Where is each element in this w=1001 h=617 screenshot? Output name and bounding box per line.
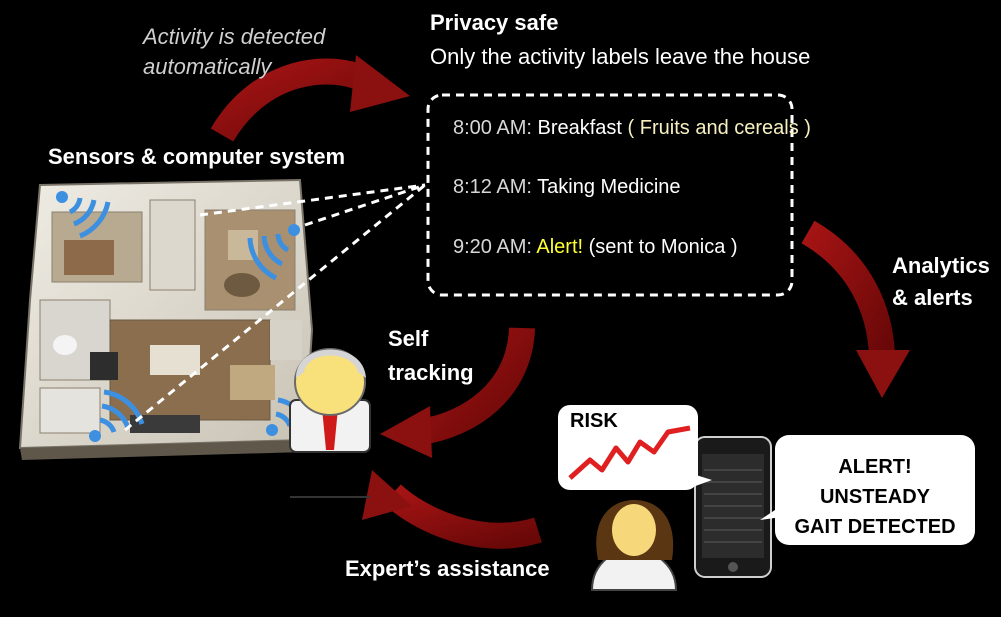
analytics-line1: Analytics [892, 253, 990, 278]
analytics-line2: & alerts [892, 285, 973, 310]
log-entry-1: 8:00 AM: Breakfast ( Fruits and cereals … [453, 117, 811, 140]
wifi-signal-icon-2 [247, 224, 300, 281]
risk-label: RISK [570, 410, 618, 432]
log-activity: Breakfast [537, 117, 622, 139]
log-entry-3: 9:20 AM: Alert! (sent to Monica ) [453, 236, 738, 259]
curved-arrow-icon-expert [362, 470, 542, 549]
curved-arrow-icon-analytics [801, 220, 910, 398]
auto-caption: Activity is detected automatically [143, 22, 325, 82]
alert-line1: ALERT! [838, 456, 912, 478]
person-avatar-icon-senior [289, 348, 371, 498]
log-time: 8:00 AM: [453, 117, 532, 139]
log-alert: Alert! [536, 236, 584, 258]
smartphone-icon [694, 436, 772, 578]
apartment-floorplan-image [18, 178, 314, 460]
risk-bubble [558, 405, 712, 490]
self-tracking-line2: tracking [388, 360, 474, 385]
expert-label: Expert’s assistance [345, 556, 550, 581]
curved-arrow-icon-self-tracking [380, 327, 535, 458]
privacy-title: Privacy safe [430, 10, 559, 35]
curved-arrow-icon-detect [210, 55, 410, 142]
log-entry-2: 8:12 AM: Taking Medicine [453, 176, 681, 199]
auto-caption-line1: Activity is detected [143, 24, 326, 49]
risk-chart-icon [568, 425, 691, 480]
privacy-subtitle: Only the activity labels leave the house [430, 44, 811, 69]
data-link-lines [124, 183, 426, 432]
alert-line2: UNSTEADY [819, 486, 930, 508]
wifi-signal-icon-1 [56, 191, 111, 239]
alert-line3: GAIT DETECTED [794, 516, 956, 538]
log-time: 8:12 AM: [453, 176, 532, 198]
log-time: 9:20 AM: [453, 236, 532, 258]
person-avatar-icon-expert [590, 500, 678, 591]
log-activity: (sent to Monica ) [588, 236, 738, 258]
log-detail: ( Fruits and cereals ) [627, 117, 811, 139]
alert-bubble [760, 435, 975, 545]
self-tracking-label: Self tracking [388, 322, 474, 390]
analytics-label: Analytics & alerts [892, 250, 990, 314]
self-tracking-line1: Self [388, 326, 429, 351]
log-activity: Taking Medicine [537, 176, 681, 198]
sensors-title: Sensors & computer system [48, 144, 346, 169]
alert-message: ALERT! UNSTEADY GAIT DETECTED [775, 452, 975, 542]
activity-log-box [426, 93, 794, 297]
auto-caption-line2: automatically [143, 54, 272, 79]
